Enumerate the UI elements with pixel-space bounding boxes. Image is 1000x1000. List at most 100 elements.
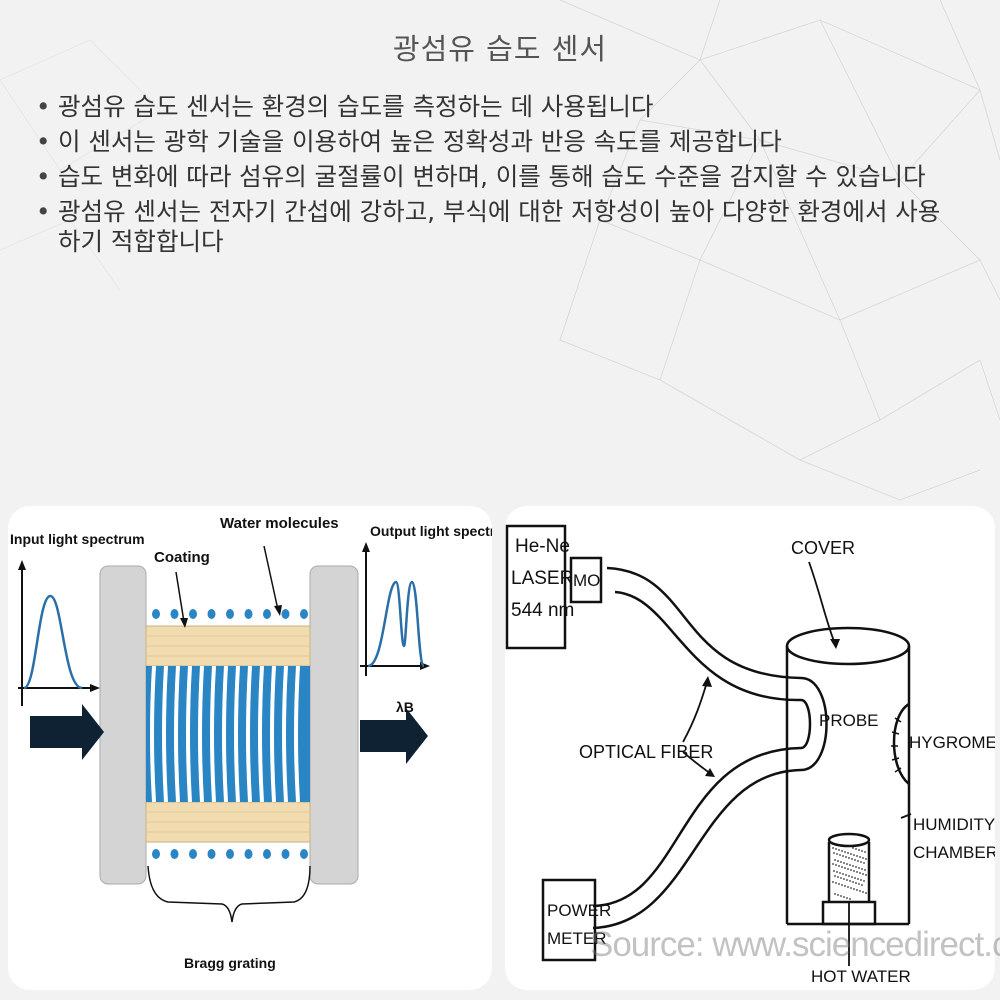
water-molecule-dot bbox=[170, 849, 179, 859]
water-molecule-dot bbox=[263, 609, 271, 619]
grating-line bbox=[234, 665, 240, 803]
grating-line bbox=[270, 665, 276, 803]
stipple-dot bbox=[832, 847, 834, 849]
stipple-dot bbox=[855, 848, 857, 850]
grating-line bbox=[294, 665, 300, 803]
water-molecule-dot bbox=[244, 849, 253, 859]
stipple-dot bbox=[844, 885, 846, 887]
stipple-dot bbox=[860, 879, 862, 881]
grating-line bbox=[246, 665, 252, 803]
grating-line bbox=[210, 665, 216, 803]
stipple-dot bbox=[835, 864, 837, 866]
stipple-dot bbox=[860, 861, 862, 863]
stipple-dot bbox=[853, 854, 855, 856]
laser-box bbox=[505, 524, 567, 650]
stipple-dot bbox=[840, 895, 842, 897]
stipple-dot bbox=[833, 870, 835, 872]
stipple-dot bbox=[862, 857, 864, 859]
stipple-dot bbox=[862, 873, 864, 875]
grating-line bbox=[258, 665, 264, 803]
stipple-dot bbox=[854, 859, 856, 861]
optical-fiber-upper bbox=[606, 566, 802, 680]
optical-fiber-lower bbox=[592, 746, 802, 908]
stipple-dot bbox=[849, 880, 851, 882]
stipple-dot bbox=[859, 856, 861, 858]
water-molecule-dot bbox=[152, 849, 160, 859]
stipple-dot bbox=[859, 890, 861, 892]
mo-label: MO bbox=[573, 571, 600, 590]
fiber-pointer-upper bbox=[682, 681, 708, 743]
laser-label-3: 544 nm bbox=[511, 600, 574, 621]
stipple-dot bbox=[847, 852, 849, 854]
stipple-dot bbox=[836, 871, 838, 873]
stipple-dot bbox=[834, 859, 836, 861]
grating-line bbox=[174, 665, 180, 803]
chamber-cover bbox=[785, 626, 911, 666]
stipple-dot bbox=[858, 849, 860, 851]
stipple-dot bbox=[838, 849, 840, 851]
optical-fiber-label: OPTICAL FIBER bbox=[579, 742, 713, 762]
water-molecule-dot bbox=[207, 609, 216, 619]
bragg-grating-label: Bragg grating bbox=[184, 955, 276, 971]
stipple-dot bbox=[838, 883, 840, 885]
input-spectrum-label: Input light spectrum bbox=[10, 531, 145, 547]
stipple-dot bbox=[846, 897, 848, 899]
grating-line bbox=[186, 665, 192, 803]
humidity-test-setup-diagram: He-Ne LASER 544 nm MO COVER PROBE HYGROM… bbox=[505, 506, 995, 990]
stipple-dot bbox=[842, 855, 844, 857]
coating-pointer bbox=[175, 571, 185, 623]
probe-label: PROBE bbox=[819, 711, 879, 730]
lambda-b-label: λB bbox=[396, 699, 414, 715]
stipple-dot bbox=[864, 869, 866, 871]
bullet-item: 습도 변화에 따라 섬유의 굴절률이 변하며, 이를 통해 습도 수준을 감지할… bbox=[34, 162, 954, 192]
right-end-cap bbox=[309, 565, 359, 885]
grating-line bbox=[198, 665, 204, 803]
stipple-dot bbox=[855, 866, 857, 868]
stipple-dot bbox=[848, 857, 850, 859]
output-arrow-icon bbox=[360, 708, 428, 764]
water-molecule-dot bbox=[263, 849, 271, 859]
hygrometer-gauge bbox=[892, 702, 910, 785]
stipple-dot bbox=[847, 886, 849, 888]
stipple-dot bbox=[861, 868, 863, 870]
water-molecule-dot bbox=[300, 609, 308, 619]
water-molecule-dot bbox=[226, 609, 234, 619]
stipple-dot bbox=[856, 871, 858, 873]
stipple-dot bbox=[834, 893, 836, 895]
slide-title: 광섬유 습도 센서 bbox=[392, 32, 608, 66]
stipple-dot bbox=[845, 856, 847, 858]
output-spectrum-plot bbox=[360, 542, 430, 676]
stipple-dot bbox=[848, 875, 850, 877]
stipple-dot bbox=[863, 880, 865, 882]
stipple-dot bbox=[851, 858, 853, 860]
stipple-dot bbox=[852, 847, 854, 849]
stipple-dot bbox=[840, 861, 842, 863]
fbg-diagram-svg: Input light spectrum Output light spectr… bbox=[10, 515, 492, 971]
water-molecules-bottom bbox=[152, 849, 308, 859]
stipple-dot bbox=[849, 864, 851, 866]
stipple-dot bbox=[865, 874, 867, 876]
humidity-label-1: HUMIDITY bbox=[913, 815, 995, 834]
coating-label: Coating bbox=[154, 549, 210, 566]
hot-water-label: HOT WATER bbox=[811, 967, 911, 986]
left-end-cap bbox=[99, 565, 147, 885]
water-molecules-label: Water molecules bbox=[220, 515, 339, 532]
output-spectrum-label: Output light spectrum bbox=[370, 523, 492, 539]
bullet-item: 이 센서는 광학 기술을 이용하여 높은 정확성과 반응 속도를 제공합니다 bbox=[34, 127, 954, 157]
hygrometer-label: HYGROMETER bbox=[909, 733, 995, 752]
stipple-dot bbox=[837, 860, 839, 862]
stipple-dot bbox=[858, 883, 860, 885]
input-spectrum-plot bbox=[18, 560, 100, 706]
water-molecule-dot bbox=[244, 609, 253, 619]
stipple-dot bbox=[841, 884, 843, 886]
stipple-dot bbox=[837, 876, 839, 878]
stipple-dot bbox=[857, 878, 859, 880]
stipple-dot bbox=[852, 865, 854, 867]
stipple-dot bbox=[846, 879, 848, 881]
cover-label: COVER bbox=[791, 538, 855, 558]
bullet-item: 광섬유 센서는 전자기 간섭에 강하고, 부식에 대한 저항성이 높아 다양한 … bbox=[34, 197, 954, 257]
stipple-dot bbox=[854, 877, 856, 879]
stipple-dot bbox=[850, 853, 852, 855]
grating-line bbox=[162, 665, 168, 803]
power-label-1: POWER bbox=[547, 901, 611, 920]
